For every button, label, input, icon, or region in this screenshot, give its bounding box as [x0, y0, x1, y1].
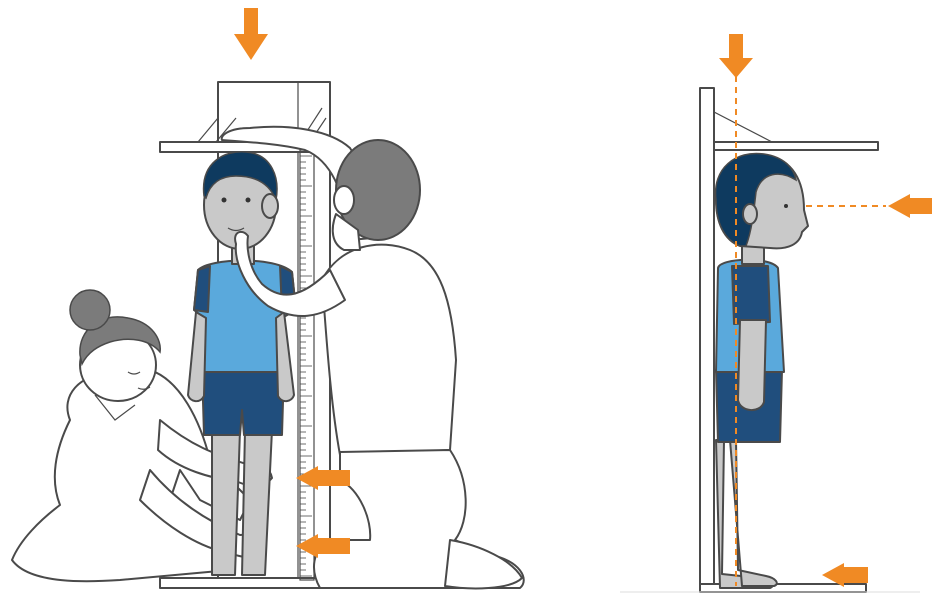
child-side-figure [716, 153, 808, 588]
left-panel-measurement-scene [12, 8, 524, 588]
arrow-left-icon [888, 194, 932, 218]
arrow-down-icon [719, 34, 753, 78]
arrow-down-icon [234, 8, 268, 60]
right-panel-profile-view [620, 34, 932, 592]
